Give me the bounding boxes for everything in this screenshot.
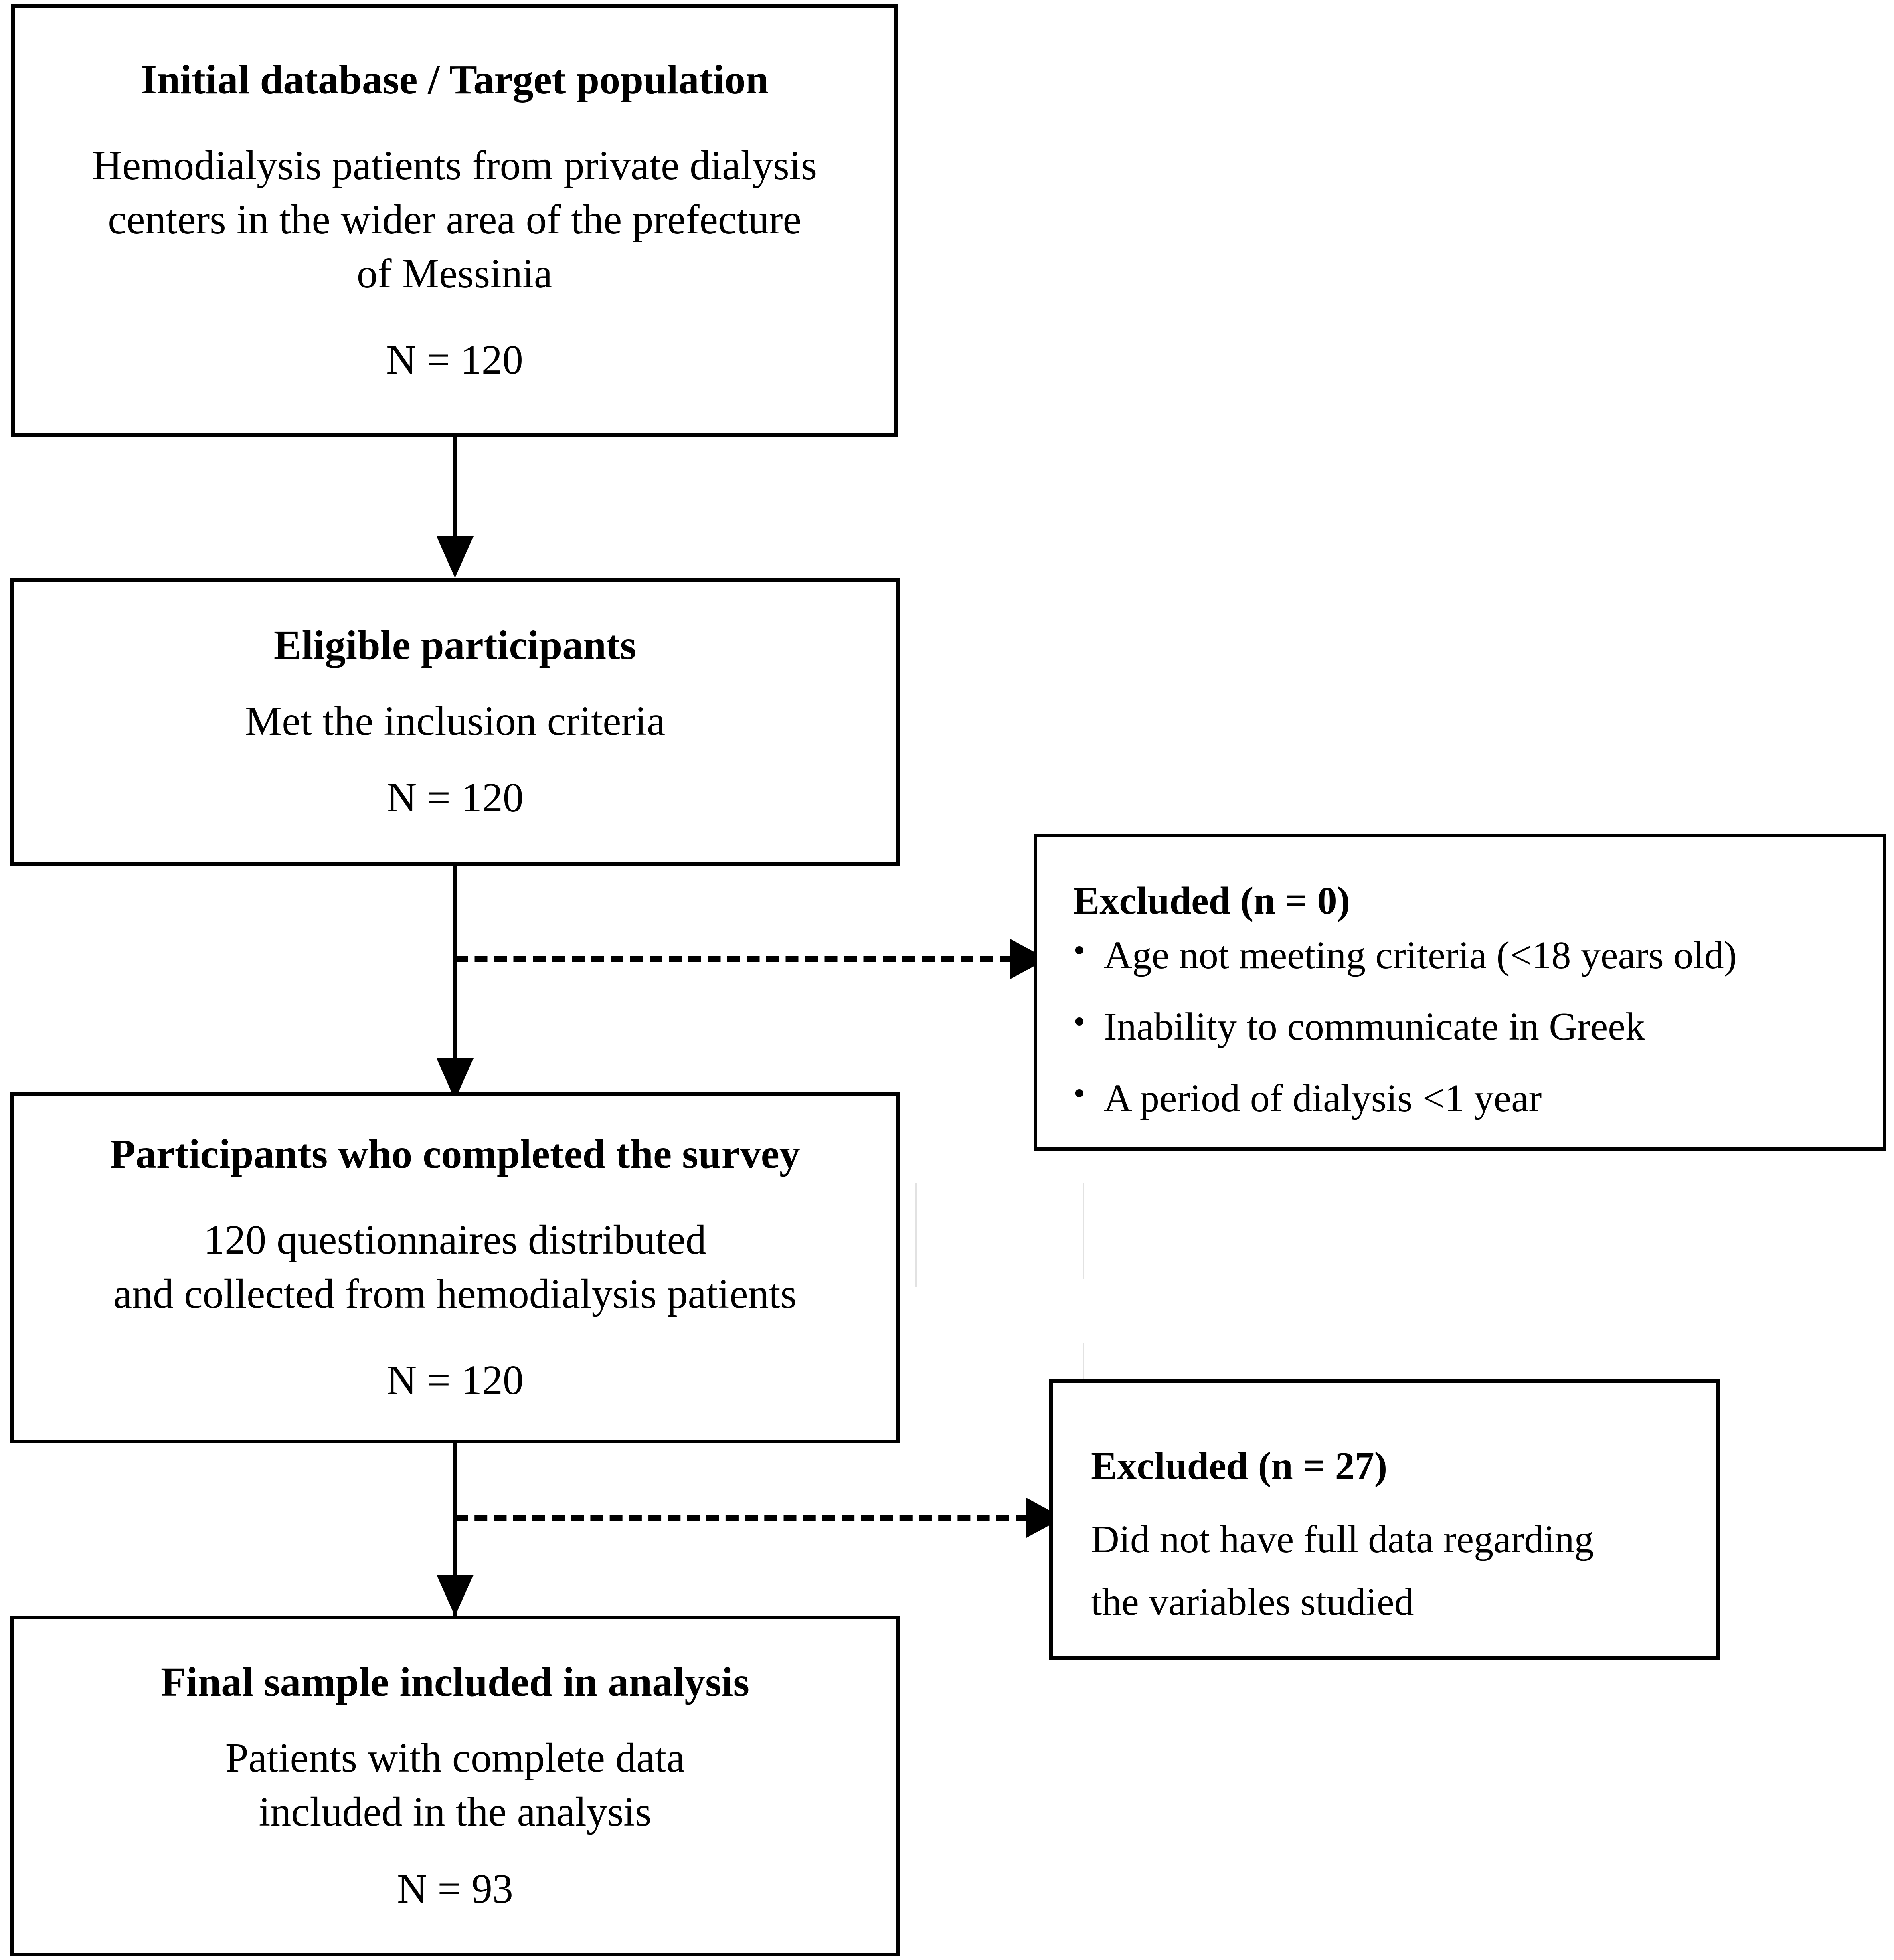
exclusion-reason-item: Age not meeting criteria (<18 years old): [1073, 929, 1737, 980]
node-line: Hemodialysis patients from private dialy…: [92, 142, 817, 188]
connector-dashed-completed-to-excluded: [455, 1515, 1028, 1521]
exclusion-title: Excluded (n = 27): [1091, 1444, 1388, 1488]
exclusion-reason-line: the variables studied: [1091, 1580, 1414, 1624]
node-title: Initial database / Target population: [140, 57, 769, 103]
connector-line-eligible-to-completed: [453, 866, 457, 1098]
node-title: Final sample included in analysis: [161, 1659, 749, 1705]
connector-line-completed-to-final: [453, 1443, 457, 1618]
connector-line-initial-to-eligible: [453, 437, 457, 557]
node-line: Patients with complete data: [225, 1735, 685, 1781]
node-sample-size: N = 93: [397, 1865, 513, 1912]
node-line: 120 questionnaires distributed: [204, 1216, 706, 1263]
arrowhead-down-icon: [437, 536, 474, 578]
flow-node-completed-survey[interactable]: Participants who completed the survey 12…: [10, 1092, 900, 1443]
scan-artifact-line: [915, 1183, 917, 1287]
exclusion-reason-item: Inability to communicate in Greek: [1073, 1001, 1737, 1052]
node-line: Met the inclusion criteria: [245, 698, 666, 744]
node-line: included in the analysis: [259, 1789, 652, 1835]
node-line: and collected from hemodialysis patients: [113, 1270, 797, 1317]
flow-node-initial-database[interactable]: Initial database / Target population Hem…: [11, 4, 898, 437]
arrowhead-down-icon: [437, 1575, 474, 1616]
flow-node-final-sample[interactable]: Final sample included in analysis Patien…: [10, 1616, 900, 1956]
flow-node-eligible-participants[interactable]: Eligible participants Met the inclusion …: [10, 578, 900, 866]
node-line: centers in the wider area of the prefect…: [108, 196, 801, 243]
exclusion-node-excluded-incomplete-data[interactable]: Excluded (n = 27) Did not have full data…: [1049, 1379, 1720, 1660]
scan-artifact-line: [1083, 1183, 1084, 1279]
exclusion-reason-line: Did not have full data regarding: [1091, 1517, 1594, 1561]
node-title: Participants who completed the survey: [110, 1131, 800, 1177]
exclusion-node-excluded-eligibility[interactable]: Excluded (n = 0) Age not meeting criteri…: [1034, 834, 1886, 1151]
exclusion-reason-list: Age not meeting criteria (<18 years old)…: [1073, 929, 1737, 1123]
node-sample-size: N = 120: [386, 1357, 524, 1404]
node-title: Eligible participants: [273, 622, 637, 668]
scan-artifact-line: [1083, 1343, 1084, 1387]
node-sample-size: N = 120: [386, 337, 523, 383]
exclusion-title: Excluded (n = 0): [1073, 879, 1350, 922]
connector-dashed-eligible-to-excluded: [455, 956, 1012, 962]
node-line: of Messinia: [356, 250, 553, 297]
exclusion-reason-item: A period of dialysis <1 year: [1073, 1072, 1737, 1123]
node-sample-size: N = 120: [386, 775, 524, 821]
